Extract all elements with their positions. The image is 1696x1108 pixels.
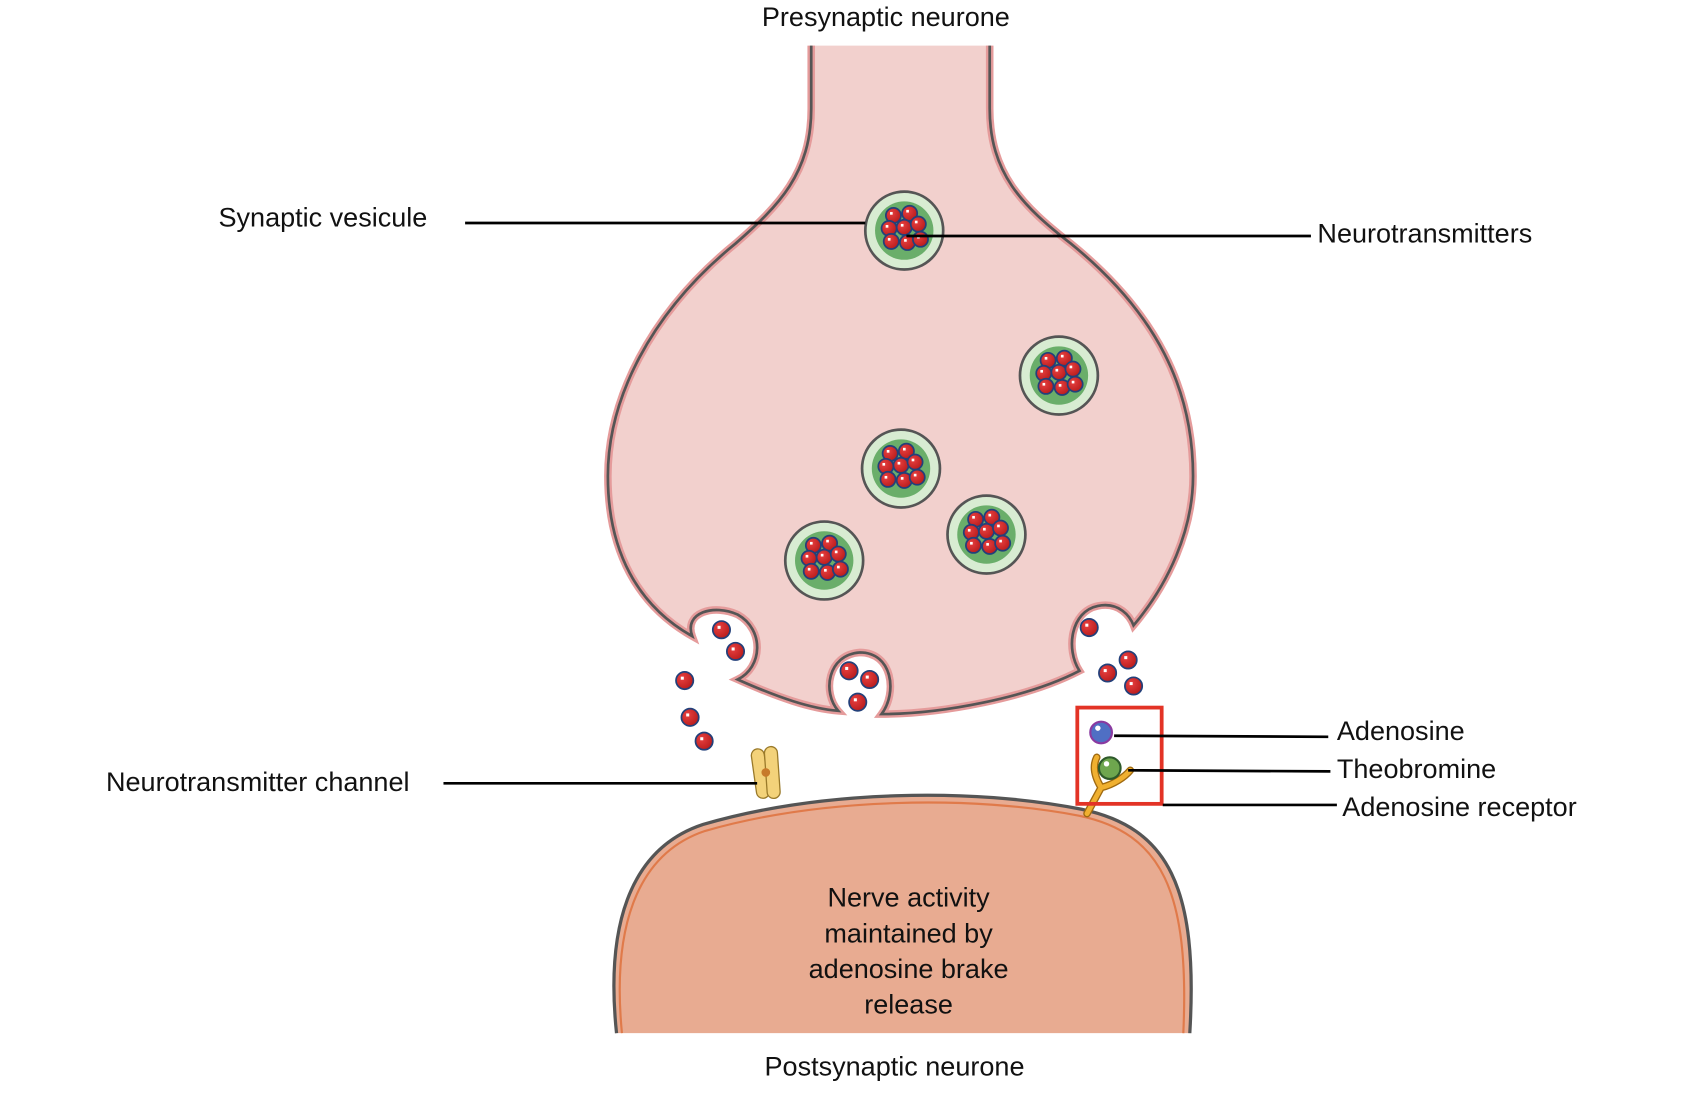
- neurotransmitter-molecule: [879, 470, 897, 488]
- neurotransmitter-molecule: [802, 562, 820, 580]
- neurotransmitter-molecule: [908, 468, 926, 486]
- neurotransmitter-channel-label: Neurotransmitter channel: [106, 767, 410, 797]
- neurotransmitter-molecule: [901, 204, 919, 222]
- neurotransmitter-molecule: [897, 442, 915, 460]
- adenosine-molecule: [1089, 720, 1114, 745]
- neurotransmitter-molecule: [1124, 676, 1144, 696]
- neurotransmitter-molecule: [860, 669, 880, 689]
- synaptic-vesicle: [783, 520, 865, 601]
- neurotransmitter-molecule: [675, 671, 695, 691]
- neurotransmitter-molecule: [815, 548, 833, 566]
- neurotransmitter-molecule: [1118, 650, 1138, 670]
- neurotransmitter-molecule: [912, 230, 929, 248]
- neurotransmitter-molecule: [694, 731, 714, 751]
- adenosine-receptor-label: Adenosine receptor: [1342, 792, 1576, 822]
- nerve-activity-line-1: Nerve activity: [827, 883, 990, 913]
- neurotransmitters-label: Neurotransmitters: [1317, 218, 1532, 248]
- nerve-activity-line-2: maintained by: [824, 918, 993, 948]
- synaptic-vesicle: [863, 190, 945, 271]
- neurotransmitter-molecule: [983, 508, 1001, 526]
- synaptic-vesicle: [1018, 335, 1100, 416]
- postsynaptic-label: Postsynaptic neurone: [765, 1051, 1025, 1081]
- neurotransmitter-molecule: [978, 522, 995, 540]
- neurotransmitter-channel: [750, 745, 781, 800]
- nerve-activity-line-3: adenosine brake: [809, 954, 1009, 984]
- neurotransmitter-molecule: [906, 453, 924, 471]
- adenosine-receptor: [1083, 753, 1135, 818]
- theobromine-label: Theobromine: [1337, 754, 1496, 784]
- neurotransmitter-molecule: [882, 232, 900, 250]
- neurotransmitter-molecule: [1098, 663, 1118, 683]
- leader-lines: [443, 221, 1337, 807]
- neurotransmitter-molecule: [909, 215, 927, 233]
- neurotransmitter-molecule: [1050, 363, 1068, 381]
- adenosine-label: Adenosine: [1337, 716, 1465, 746]
- neurotransmitter-molecule: [965, 536, 982, 554]
- neurotransmitter-molecule: [992, 519, 1009, 537]
- neurotransmitter-molecule: [994, 534, 1012, 552]
- neurotransmitter-molecule: [892, 456, 910, 474]
- neurotransmitter-molecule: [895, 218, 913, 236]
- neurotransmitter-molecule: [1066, 375, 1084, 393]
- neurotransmitter-molecule: [1055, 349, 1073, 367]
- synaptic-vesicle: [946, 494, 1027, 575]
- neurotransmitter-molecule: [1037, 377, 1055, 395]
- presynaptic-label: Presynaptic neurone: [762, 2, 1010, 32]
- neurotransmitter-molecule: [1079, 618, 1099, 638]
- nerve-activity-line-4: release: [864, 990, 953, 1020]
- neurotransmitter-molecule: [711, 620, 731, 640]
- neurotransmitter-molecule: [829, 545, 847, 563]
- presynaptic-neuron: [604, 45, 1197, 718]
- postsynaptic-neuron: [612, 793, 1193, 1034]
- neurotransmitter-molecule: [839, 661, 859, 681]
- synaptic-vesicle: [860, 428, 942, 509]
- neurotransmitter-molecule: [821, 534, 839, 552]
- neurotransmitter-molecule: [831, 560, 849, 578]
- highlight-box: [1075, 705, 1164, 806]
- theobromine-molecule: [1097, 756, 1122, 781]
- neurotransmitter-molecule: [725, 641, 746, 661]
- synaptic-vesicule-label: Synaptic vesicule: [218, 202, 427, 232]
- neurotransmitter-molecule: [680, 707, 700, 727]
- neurotransmitter-molecule: [1064, 360, 1082, 378]
- neurotransmitter-molecule: [848, 692, 868, 712]
